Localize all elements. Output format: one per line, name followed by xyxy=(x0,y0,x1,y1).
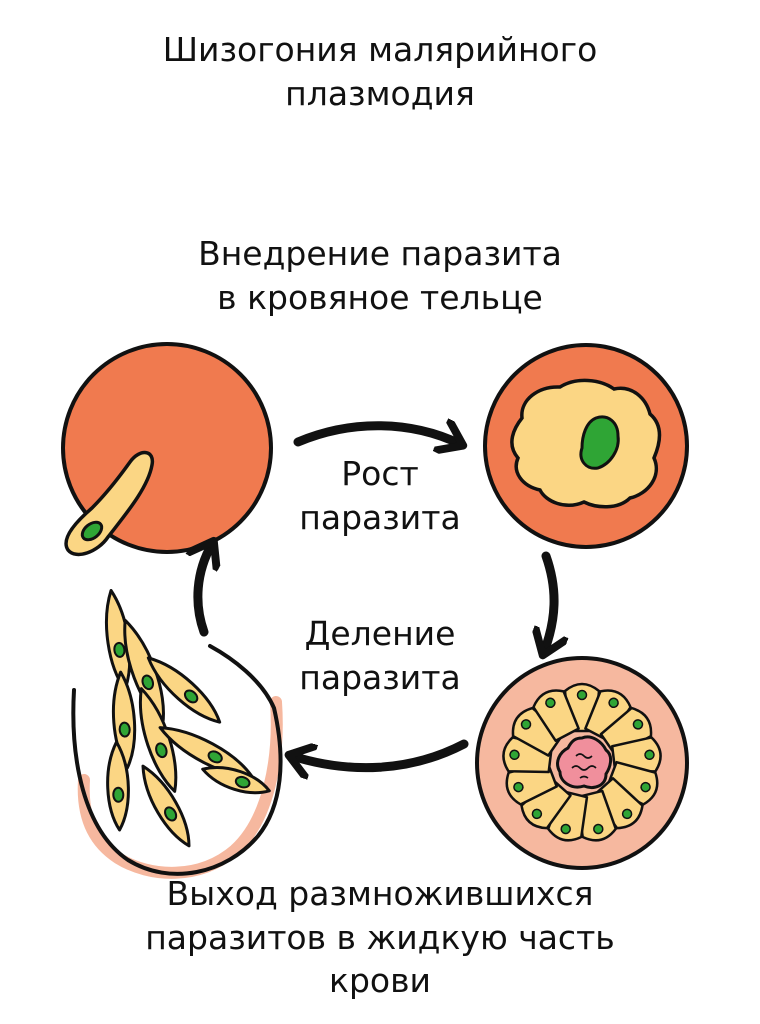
merozoite-nucleus xyxy=(183,689,199,704)
released-merozoite xyxy=(146,656,222,724)
merozoite-nucleus xyxy=(207,750,223,764)
merozoite-nucleus xyxy=(513,781,524,793)
cell-membrane-fragment xyxy=(77,696,283,879)
merozoite-segment xyxy=(592,777,644,830)
merozoite-segment xyxy=(520,777,572,830)
merozoite-nucleus xyxy=(644,749,655,761)
arrow-to-release xyxy=(292,739,469,768)
merozoite-nucleus xyxy=(608,697,619,709)
red-blood-cell-growth xyxy=(483,343,689,549)
merozoite-nucleus xyxy=(593,823,604,835)
merozoite-nucleus xyxy=(112,786,125,803)
division-label: Деление паразита xyxy=(299,614,461,697)
merozoite-nucleus xyxy=(632,719,644,730)
merozoite-nucleus xyxy=(509,749,520,761)
merozoite-nucleus xyxy=(80,520,104,542)
merozoite-nucleus xyxy=(576,689,588,701)
red-blood-cell-invasion xyxy=(61,342,273,557)
ruptured-red-blood-cell xyxy=(71,588,283,879)
merozoite-segment xyxy=(599,706,653,757)
merozoite-nucleus xyxy=(621,808,633,820)
merozoite-segment xyxy=(532,689,580,742)
invasion-label: Внедрение паразита в кровяное тельце xyxy=(198,234,562,317)
merozoite-nucleus xyxy=(141,674,155,691)
trophozoite-nucleus xyxy=(579,415,620,470)
merozoite-nucleus xyxy=(531,808,543,820)
released-merozoites xyxy=(105,588,271,848)
merozoite-nucleus xyxy=(560,823,571,835)
merozoite-segment xyxy=(606,760,659,806)
diagram-title: Шизогония малярийного плазмодия xyxy=(162,30,598,113)
merozoite-nucleus xyxy=(640,781,651,793)
merozoite-segment xyxy=(584,689,632,742)
merozoite-nucleus xyxy=(113,641,126,658)
released-merozoite xyxy=(106,740,130,832)
merozoite-nucleus xyxy=(155,742,168,759)
merozoite-nucleus xyxy=(545,697,556,709)
arrow-to-invasion xyxy=(198,544,212,637)
residual-body xyxy=(556,735,613,789)
red-blood-cell-schizont xyxy=(475,656,689,870)
merozoite-ring xyxy=(502,682,662,842)
cell-membrane-outline xyxy=(71,644,283,876)
merozoite-nucleus xyxy=(164,806,178,822)
arrow-to-division xyxy=(544,551,554,652)
merozoite-nucleus xyxy=(118,721,131,738)
release-label: Выход размножившихся паразитов в жидкую … xyxy=(145,874,615,1001)
released-merozoite xyxy=(139,687,178,793)
merozoite-nucleus xyxy=(520,719,532,730)
cycle-arrows xyxy=(198,426,554,768)
growth-label: Рост паразита xyxy=(299,454,461,537)
merozoite-nucleus xyxy=(234,775,251,789)
merozoite-segment xyxy=(511,706,565,757)
released-merozoite xyxy=(141,764,191,848)
arrow-to-growth xyxy=(293,426,460,444)
residual-body-texture xyxy=(571,753,597,779)
released-merozoite xyxy=(201,766,271,795)
